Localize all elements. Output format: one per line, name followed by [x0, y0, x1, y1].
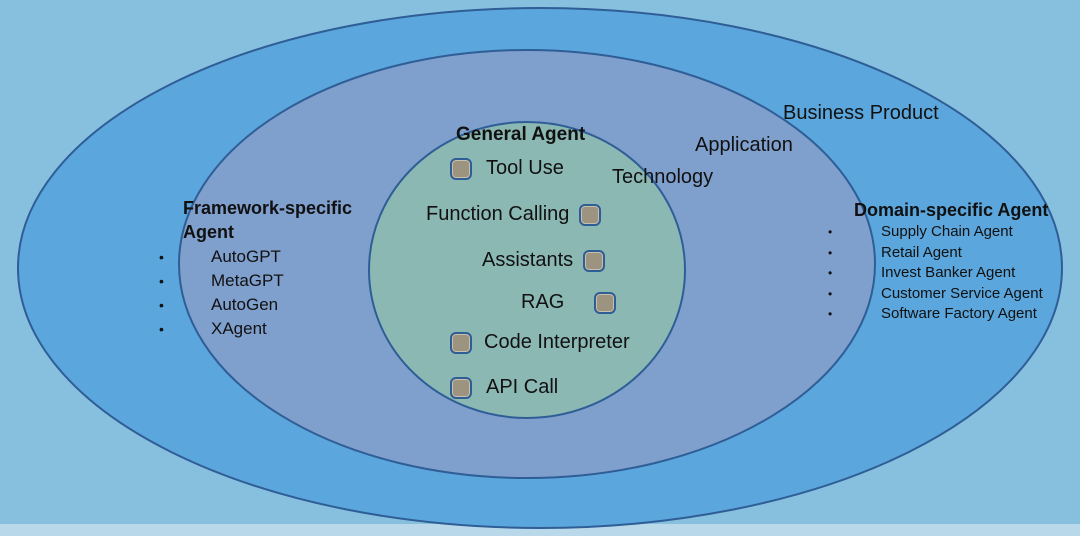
capability-chip-icon [594, 291, 617, 314]
capability-label: API Call [486, 376, 559, 398]
list-item: Software Factory Agent [828, 304, 1043, 325]
capability-chip-icon [450, 331, 472, 354]
list-item: Retail Agent [828, 243, 1043, 264]
capability-function-calling: Function Calling [426, 203, 602, 226]
technology-label: Technology [612, 166, 714, 188]
domain-agent-title: Domain-specific Agent [854, 200, 1049, 220]
framework-agent-title-line1: Framework-specific [183, 198, 353, 218]
capability-rag: RAG [521, 291, 617, 314]
capability-label: Function Calling [426, 203, 570, 225]
list-item: AutoGen [159, 293, 284, 317]
framework-agent-title-line2: Agent [183, 222, 234, 242]
capability-tool-use: Tool Use [450, 157, 564, 180]
capability-chip-icon [450, 376, 472, 399]
general-agent-title: General Agent [456, 124, 586, 145]
application-label: Application [695, 134, 793, 156]
inner-circle-technology [368, 121, 686, 419]
domain-agent-list: Supply Chain Agent Retail Agent Invest B… [828, 222, 1043, 325]
capability-label: Assistants [482, 249, 574, 271]
list-item: AutoGPT [159, 245, 284, 269]
bottom-strip [0, 524, 1080, 536]
capability-label: Tool Use [486, 157, 564, 179]
business-product-label: Business Product [783, 102, 939, 124]
list-item: XAgent [159, 317, 284, 341]
capability-chip-icon [450, 157, 472, 180]
capability-label: Code Interpreter [484, 331, 630, 353]
list-item: Customer Service Agent [828, 284, 1043, 305]
capability-api-call: API Call [450, 376, 558, 399]
capability-code-interpreter: Code Interpreter [450, 331, 630, 354]
framework-agent-list: AutoGPT MetaGPT AutoGen XAgent [159, 245, 284, 341]
framework-agent-title: Framework-specific Agent [183, 196, 352, 244]
capability-assistants: Assistants [482, 249, 606, 272]
capability-chip-icon [583, 249, 606, 272]
capability-chip-icon [579, 203, 602, 226]
capability-label: RAG [521, 291, 565, 313]
list-item: MetaGPT [159, 269, 284, 293]
list-item: Supply Chain Agent [828, 222, 1043, 243]
list-item: Invest Banker Agent [828, 263, 1043, 284]
